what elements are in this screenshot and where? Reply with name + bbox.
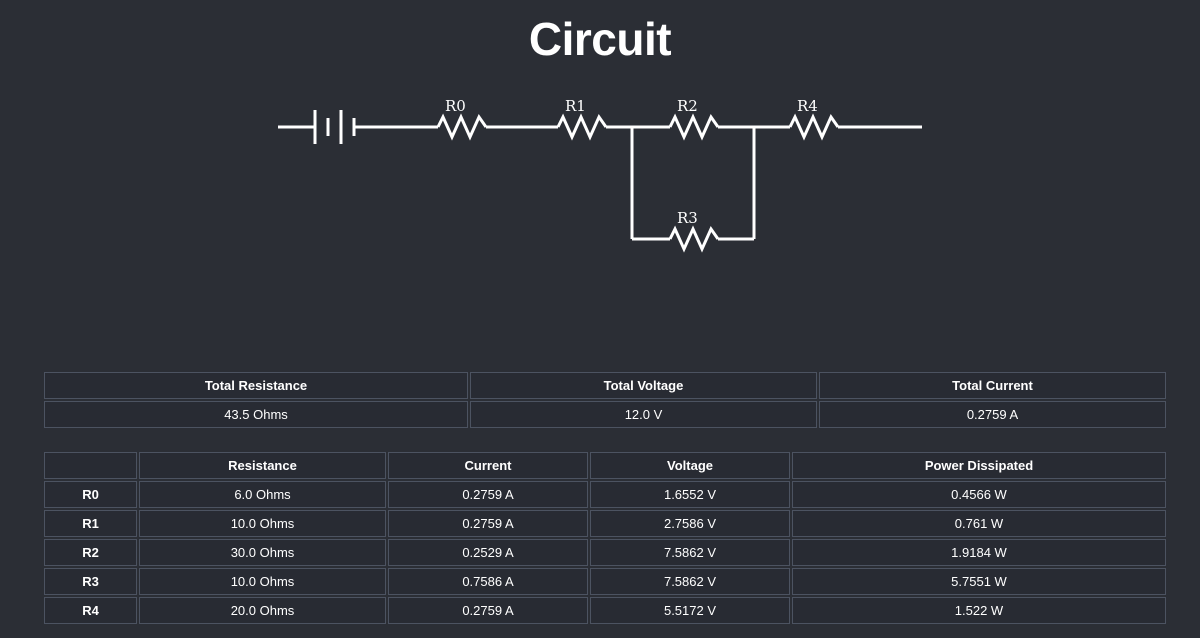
totals-table: Total Resistance Total Voltage Total Cur… (42, 370, 1168, 430)
header-total-resistance: Total Resistance (44, 372, 468, 399)
resistor-label-r4: R4 (797, 97, 818, 115)
resistor-label-r3: R3 (677, 209, 698, 227)
resistor-r2-symbol (668, 113, 720, 141)
value-total-current: 0.2759 A (819, 401, 1166, 428)
cell-voltage: 1.6552 V (590, 481, 790, 508)
cell-power: 0.4566 W (792, 481, 1166, 508)
header-resistance: Resistance (139, 452, 386, 479)
resistor-r3-symbol (668, 225, 720, 253)
totals-header-row: Total Resistance Total Voltage Total Cur… (44, 372, 1166, 399)
header-power-dissipated: Power Dissipated (792, 452, 1166, 479)
value-total-voltage: 12.0 V (470, 401, 817, 428)
cell-power: 1.9184 W (792, 539, 1166, 566)
cell-current: 0.2759 A (388, 510, 588, 537)
cell-resistance: 10.0 Ohms (139, 510, 386, 537)
cell-resistor-name: R3 (44, 568, 137, 595)
resistor-r0-symbol (436, 113, 488, 141)
cell-voltage: 2.7586 V (590, 510, 790, 537)
circuit-diagram: R0 R1 R2 R3 R4 (0, 84, 1200, 284)
cell-resistance: 30.0 Ohms (139, 539, 386, 566)
page-title: Circuit (528, 13, 672, 65)
resistor-label-r0: R0 (445, 97, 466, 115)
table-row: R4 20.0 Ohms 0.2759 A 5.5172 V 1.522 W (44, 597, 1166, 624)
table-row: R2 30.0 Ohms 0.2529 A 7.5862 V 1.9184 W (44, 539, 1166, 566)
cell-resistor-name: R2 (44, 539, 137, 566)
table-row: R0 6.0 Ohms 0.2759 A 1.6552 V 0.4566 W (44, 481, 1166, 508)
table-row: R1 10.0 Ohms 0.2759 A 2.7586 V 0.761 W (44, 510, 1166, 537)
resistor-details-table: Resistance Current Voltage Power Dissipa… (42, 450, 1168, 626)
cell-resistance: 6.0 Ohms (139, 481, 386, 508)
resistor-label-r2: R2 (677, 97, 698, 115)
cell-resistor-name: R0 (44, 481, 137, 508)
resistor-label-r1: R1 (565, 97, 586, 115)
cell-resistor-name: R4 (44, 597, 137, 624)
cell-voltage: 7.5862 V (590, 539, 790, 566)
cell-resistance: 10.0 Ohms (139, 568, 386, 595)
cell-resistance: 20.0 Ohms (139, 597, 386, 624)
cell-power: 1.522 W (792, 597, 1166, 624)
cell-voltage: 7.5862 V (590, 568, 790, 595)
totals-value-row: 43.5 Ohms 12.0 V 0.2759 A (44, 401, 1166, 428)
details-header-row: Resistance Current Voltage Power Dissipa… (44, 452, 1166, 479)
cell-voltage: 5.5172 V (590, 597, 790, 624)
cell-current: 0.2759 A (388, 597, 588, 624)
cell-resistor-name: R1 (44, 510, 137, 537)
circuit-schematic-svg: R0 R1 R2 R3 R4 (278, 97, 922, 253)
header-resistor-name (44, 452, 137, 479)
table-row: R3 10.0 Ohms 0.7586 A 7.5862 V 5.7551 W (44, 568, 1166, 595)
resistor-r1-symbol (556, 113, 608, 141)
cell-current: 0.2529 A (388, 539, 588, 566)
header-voltage: Voltage (590, 452, 790, 479)
header-current: Current (388, 452, 588, 479)
cell-power: 5.7551 W (792, 568, 1166, 595)
value-total-resistance: 43.5 Ohms (44, 401, 468, 428)
header-total-voltage: Total Voltage (470, 372, 817, 399)
cell-current: 0.2759 A (388, 481, 588, 508)
resistor-r4-symbol (788, 113, 840, 141)
cell-power: 0.761 W (792, 510, 1166, 537)
header-total-current: Total Current (819, 372, 1166, 399)
cell-current: 0.7586 A (388, 568, 588, 595)
